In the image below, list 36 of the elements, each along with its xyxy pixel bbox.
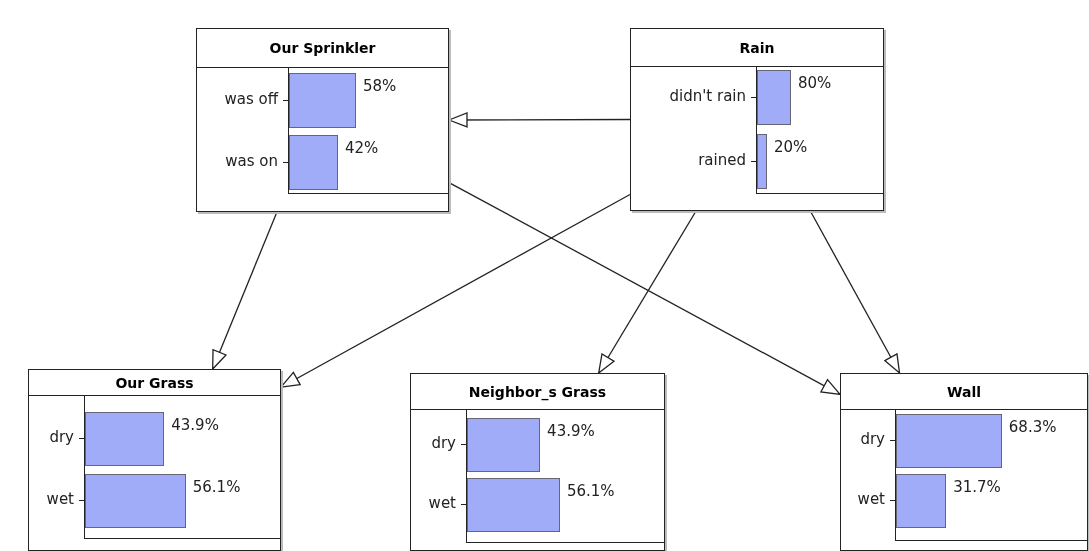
arrow [448, 112, 631, 128]
probability-value: 43.9% [171, 416, 219, 434]
probability-value: 42% [345, 139, 379, 157]
state-label: was on [225, 151, 278, 170]
arrow [448, 181, 841, 395]
node-title: Our Grass [29, 370, 280, 396]
node-box [840, 373, 1088, 551]
node-title: Rain [631, 29, 883, 67]
node-box [630, 28, 884, 211]
state-label: rained [698, 150, 746, 169]
arrow [280, 193, 631, 388]
state-label: didn't rain [669, 86, 746, 105]
probability-value: 68.3% [1008, 418, 1057, 436]
state-label: was off [224, 89, 278, 108]
probability-value: 80% [798, 74, 832, 92]
probability-value: 58% [362, 77, 397, 95]
state-label: wet [857, 490, 885, 508]
probability-value: 43.9% [547, 422, 595, 440]
probability-value: 56.1% [566, 482, 615, 500]
state-label: wet [46, 490, 74, 508]
probability-value: 20% [774, 138, 808, 156]
state-label: dry [431, 434, 456, 452]
probability-value: 56.1% [192, 478, 241, 496]
arrow [809, 210, 901, 374]
arrow [598, 210, 697, 374]
node-title: Neighbor_s Grass [411, 374, 664, 410]
arrow [212, 211, 278, 370]
node-title: Wall [841, 374, 1087, 410]
node-title: Our Sprinkler [197, 29, 448, 68]
state-label: dry [860, 430, 885, 448]
node-box [28, 369, 281, 551]
state-label: dry [49, 428, 74, 446]
state-label: wet [428, 494, 456, 512]
probability-value: 31.7% [953, 478, 1001, 496]
node-box [410, 373, 665, 551]
node-box [196, 28, 449, 212]
